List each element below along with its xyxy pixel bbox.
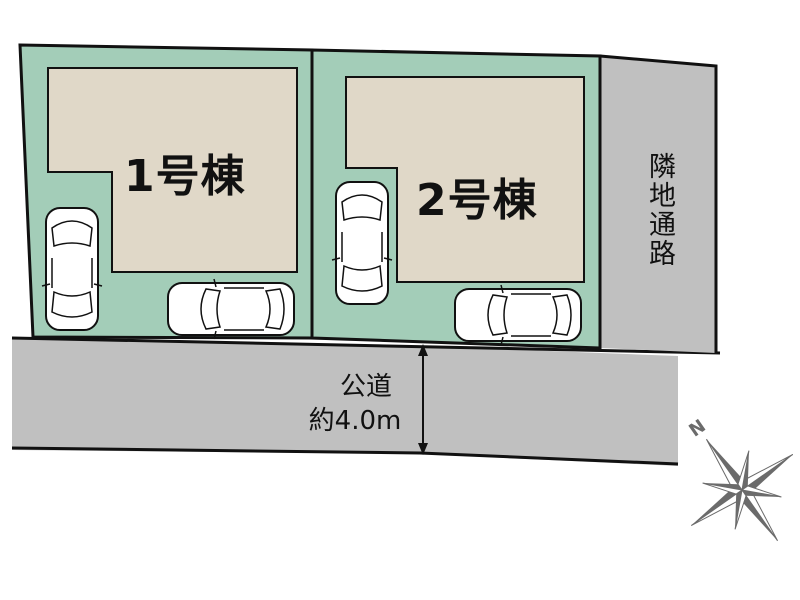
lot-2-label: 2号棟	[416, 175, 538, 226]
car-lot2-b	[454, 284, 582, 346]
car-lot1-a	[41, 207, 103, 331]
building-1	[47, 67, 298, 273]
public-road	[12, 338, 678, 466]
compass-rose-icon	[690, 438, 794, 542]
road-width-label: 約4.0m	[308, 406, 402, 436]
side-path	[600, 56, 716, 353]
car-lot1-b	[167, 278, 295, 340]
car-lot2-a	[331, 181, 393, 305]
building-2	[345, 76, 585, 283]
side-path-label: 隣地通路	[644, 152, 675, 268]
lot-1-label: 1号棟	[124, 151, 246, 202]
road-width-arrow	[418, 344, 428, 455]
road-name-label: 公道	[339, 372, 392, 402]
